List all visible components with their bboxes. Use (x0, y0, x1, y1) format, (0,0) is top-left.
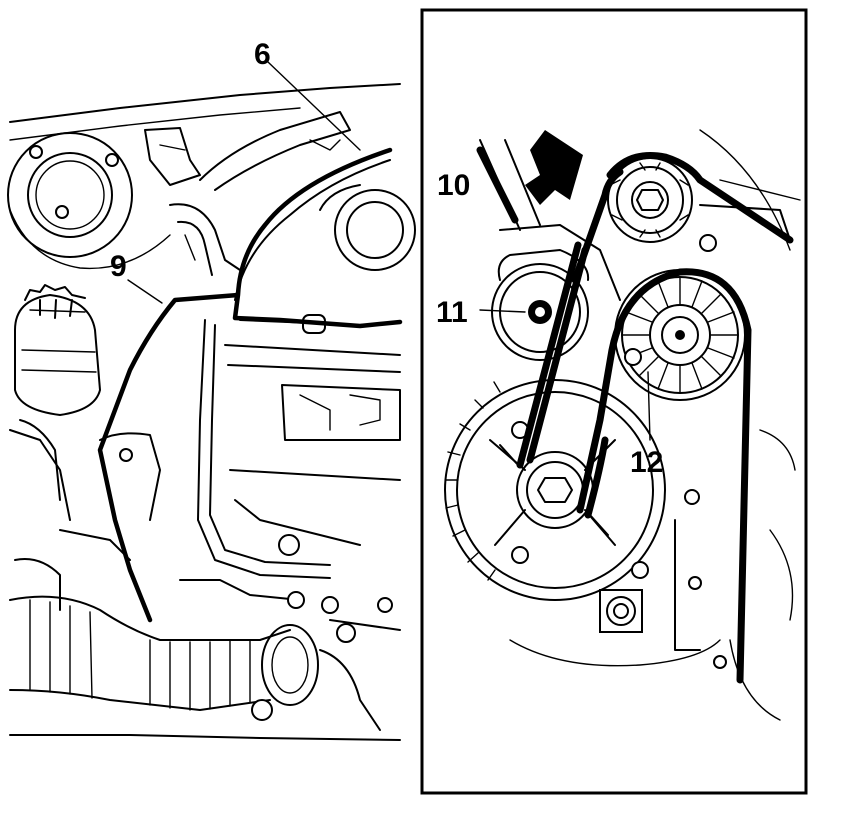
highlight-outline (97, 147, 403, 623)
callout-11: 11 (436, 296, 468, 329)
engine-bay-view (7, 61, 416, 741)
belt-detail (444, 129, 801, 721)
callout-10: 10 (437, 169, 470, 202)
intake-duct (9, 595, 319, 711)
drive-belt (476, 146, 794, 684)
strut-tower (7, 132, 171, 270)
callout-6: 6 (254, 38, 271, 71)
engine-cover (234, 159, 416, 334)
tensioner-pulley (491, 249, 590, 361)
direction-arrow (525, 130, 583, 205)
reservoir (14, 284, 101, 416)
ribbed-pulley (614, 269, 746, 401)
callout-9: 9 (110, 250, 127, 283)
callout-12: 12 (630, 446, 663, 479)
idler-pulley-top (607, 157, 693, 243)
main-pulley (444, 379, 666, 601)
